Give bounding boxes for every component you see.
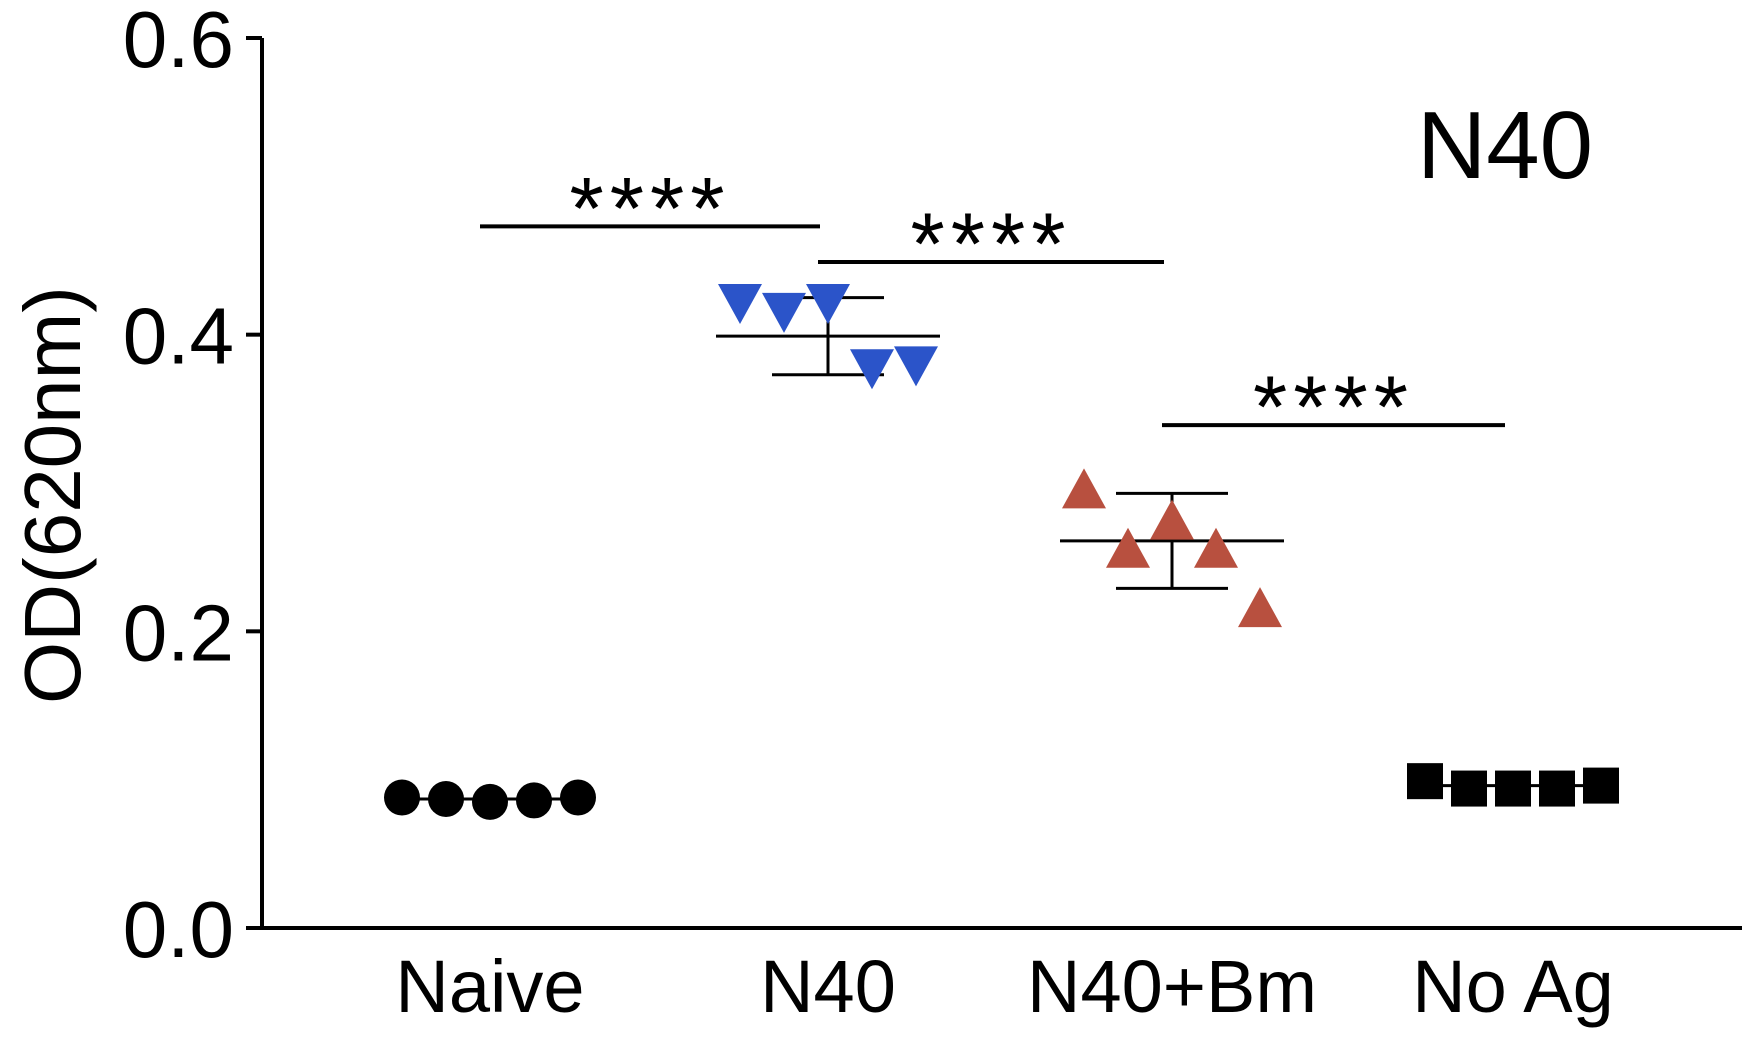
y-tick-label: 0.2 [123,588,234,677]
series-n40-bm [1060,468,1284,628]
data-point [1451,770,1487,807]
data-point [516,782,552,819]
data-point [384,779,420,816]
data-point [1238,587,1282,628]
data-point [762,292,806,333]
data-point [1194,527,1238,568]
significance-stars: **** [1253,357,1414,456]
data-point [1583,767,1619,804]
significance-stars: **** [570,158,731,257]
series-naive [384,779,596,820]
data-point [472,783,508,820]
data-point [1062,468,1106,509]
data-point [560,779,596,816]
x-tick-label: Naive [395,945,584,1028]
data-point [806,284,850,325]
data-point [718,284,762,325]
significance-stars: **** [911,194,1072,293]
data-point [1150,499,1194,540]
significance-annotations: **** **** **** [480,158,1505,456]
data-point [1539,770,1575,807]
chart-title: N40 [1417,92,1593,199]
data-point [894,346,938,387]
data-point [850,349,894,390]
y-axis-label: OD(620nm) [8,286,97,704]
x-tick-label: No Ag [1412,945,1614,1028]
y-tick-label: 0.0 [123,885,234,974]
series-n40 [716,284,940,390]
data-point [428,780,464,817]
x-tick-label: N40 [760,945,896,1028]
data-point [1495,770,1531,807]
series-no-ag [1407,763,1619,807]
y-tick-label: 0.6 [123,0,234,84]
x-tick-label: N40+Bm [1027,945,1317,1028]
data-series [384,284,1619,820]
y-tick-label: 0.4 [123,292,234,381]
data-point [1106,527,1150,568]
data-point [1407,763,1443,800]
